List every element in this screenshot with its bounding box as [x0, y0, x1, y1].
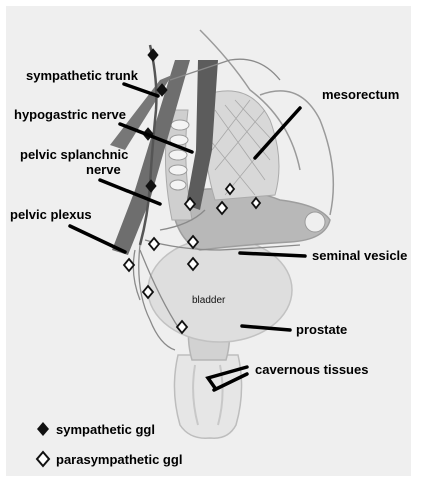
- legend-sympathetic-label: sympathetic ggl: [56, 422, 155, 437]
- label-sympathetic-trunk: sympathetic trunk: [26, 68, 139, 83]
- label-pelvic-plexus: pelvic plexus: [10, 207, 92, 222]
- label-pelvic-splanchnic-line2: nerve: [86, 162, 121, 177]
- penis-shape: [174, 355, 241, 438]
- label-hypogastric-nerve: hypogastric nerve: [14, 107, 126, 122]
- legend-parasympathetic-label: parasympathetic ggl: [56, 452, 182, 467]
- label-seminal-vesicle: seminal vesicle: [312, 248, 407, 263]
- rectum-opening: [305, 212, 325, 232]
- label-bladder: bladder: [192, 295, 226, 306]
- label-mesorectum: mesorectum: [322, 87, 399, 102]
- label-prostate: prostate: [296, 322, 347, 337]
- label-pelvic-splanchnic-line1: pelvic splanchnic: [20, 147, 128, 162]
- label-cavernous-tissues: cavernous tissues: [255, 362, 368, 377]
